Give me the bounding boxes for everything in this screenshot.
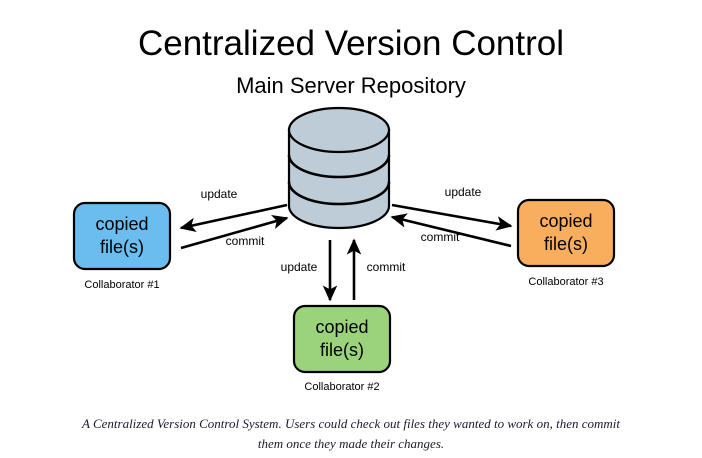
edge-label-bottom-commit: commit (367, 260, 406, 274)
node-collaborator-1[interactable]: copied file(s) Collaborator #1 (72, 201, 172, 291)
page-subtitle: Main Server Repository (236, 73, 466, 98)
node-caption-collaborator-3: Collaborator #3 (528, 276, 603, 288)
edge-label-right-update: update (445, 185, 482, 199)
edge-label-left-commit: commit (226, 234, 265, 248)
edge-right-update: update (391, 185, 513, 231)
edge-label-left-update: update (201, 187, 238, 201)
page-title: Centralized Version Control (138, 24, 564, 63)
node-caption-collaborator-2: Collaborator #2 (304, 381, 379, 393)
node-label-line2: file(s) (320, 340, 364, 360)
node-label-line2: file(s) (100, 237, 144, 257)
database-cylinder-icon[interactable] (287, 106, 391, 230)
node-label-line1: copied (95, 214, 148, 234)
edge-bottom-update: update (281, 240, 338, 302)
node-label-line2: file(s) (544, 234, 588, 254)
edge-right-commit: commit (390, 213, 512, 248)
node-label-line1: copied (315, 317, 368, 337)
edge-left-commit: commit (180, 214, 289, 250)
edge-label-right-commit: commit (421, 230, 460, 244)
edge-label-bottom-update: update (281, 260, 318, 274)
edge-left-update: update (179, 187, 288, 233)
node-collaborator-3[interactable]: copied file(s) Collaborator #3 (516, 198, 616, 288)
caption-line-1: A Centralized Version Control System. Us… (81, 416, 620, 431)
node-collaborator-2[interactable]: copied file(s) Collaborator #2 (292, 304, 392, 393)
caption-line-2: them once they made their changes. (258, 436, 444, 451)
node-caption-collaborator-1: Collaborator #1 (84, 279, 159, 291)
node-label-line1: copied (539, 211, 592, 231)
edge-bottom-commit: commit (346, 238, 406, 300)
